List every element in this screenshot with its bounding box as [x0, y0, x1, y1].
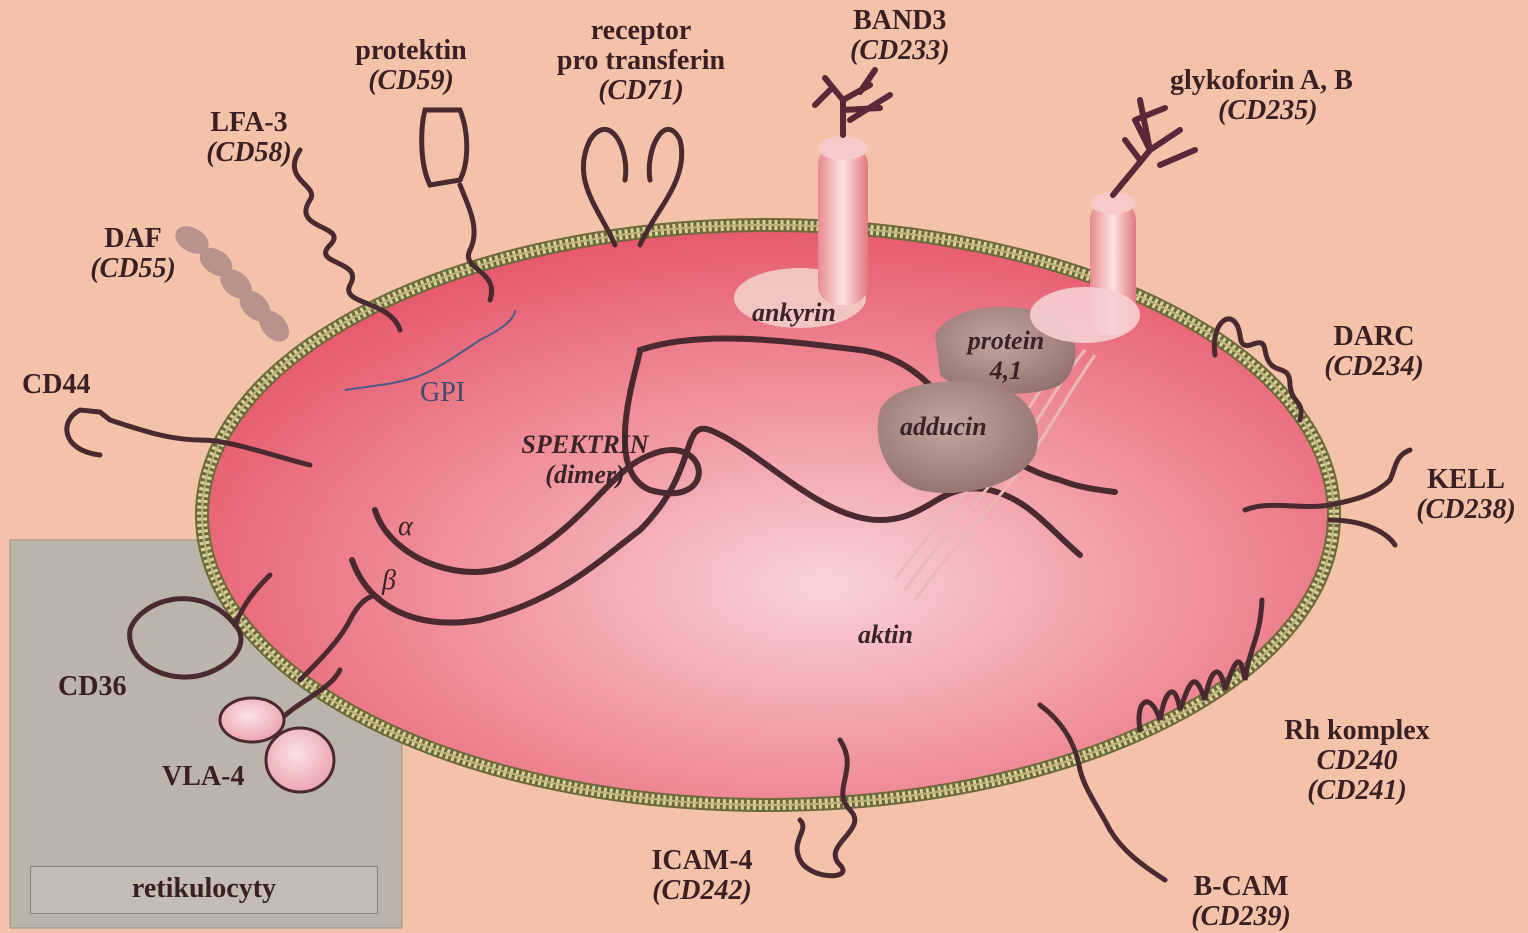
- ankyrin-label: ankyrin: [752, 298, 836, 328]
- darc-label: DARC (CD234): [1318, 322, 1430, 382]
- darc-cd: (CD234): [1318, 352, 1430, 382]
- adducin-label: adducin: [900, 412, 987, 442]
- rh-komplex-label: Rh komplex CD240 (CD241): [1262, 716, 1452, 806]
- kell-cd: (CD238): [1410, 495, 1522, 525]
- rh-name: Rh komplex: [1262, 716, 1452, 746]
- bcam-cd: (CD239): [1180, 902, 1302, 932]
- daf-name: DAF: [86, 224, 180, 254]
- receptor-cd: (CD71): [550, 76, 732, 106]
- receptor-label: receptor pro transferin (CD71): [550, 16, 732, 106]
- gpi-name: GPI: [420, 378, 465, 408]
- kell-name: KELL: [1410, 465, 1522, 495]
- cd36-name: CD36: [58, 672, 126, 702]
- cd44-name: CD44: [22, 370, 90, 400]
- darc-name: DARC: [1318, 322, 1430, 352]
- receptor-name-2: pro transferin: [550, 46, 732, 76]
- retikulocyty-label: retikulocyty: [30, 874, 378, 904]
- spektrin-label: SPEKTRIN (dimer): [505, 430, 665, 490]
- band3-cd: (CD233): [850, 36, 950, 66]
- band3-label: BAND3 (CD233): [850, 6, 950, 66]
- spektrin-line1: SPEKTRIN: [505, 430, 665, 460]
- lfa3-cd: (CD58): [200, 138, 298, 168]
- daf-cd: (CD55): [86, 254, 180, 284]
- daf-beads: [170, 221, 295, 348]
- glykoforin-name: glykoforin A, B: [1170, 66, 1353, 96]
- vla4-label: VLA-4: [162, 762, 244, 792]
- protektin-name: protektin: [350, 36, 472, 66]
- rh-cd1: CD240: [1262, 746, 1452, 776]
- band3-glycans: [815, 70, 890, 135]
- cd36-label: CD36: [58, 672, 126, 702]
- band3-cylinder: [818, 136, 868, 305]
- icam4-cd: (CD242): [645, 876, 759, 906]
- protektin-label: protektin (CD59): [350, 36, 472, 96]
- protein41-label: protein 4,1: [958, 326, 1054, 386]
- rh-cd2: (CD241): [1262, 776, 1452, 806]
- glykoforin-label: glykoforin A, B (CD235): [1170, 66, 1353, 126]
- aktin-label: aktin: [858, 620, 913, 650]
- protein41-line2: 4,1: [958, 356, 1054, 386]
- gpi-label: GPI: [420, 378, 465, 408]
- spektrin-line2: (dimer): [505, 460, 665, 490]
- bcam-label: B-CAM (CD239): [1180, 872, 1302, 932]
- band3-name: BAND3: [850, 6, 950, 36]
- icam4-name: ICAM-4: [645, 846, 759, 876]
- protektin-cd: (CD59): [350, 66, 472, 96]
- alpha-label: α: [398, 512, 413, 542]
- retikulocyty-name: retikulocyty: [30, 874, 378, 904]
- receptor-name-1: receptor: [550, 16, 732, 46]
- icam4-label: ICAM-4 (CD242): [645, 846, 759, 906]
- lfa3-name: LFA-3: [200, 108, 298, 138]
- daf-label: DAF (CD55): [86, 224, 180, 284]
- lfa3-label: LFA-3 (CD58): [200, 108, 298, 168]
- kell-label: KELL (CD238): [1410, 465, 1522, 525]
- vla4-name: VLA-4: [162, 762, 244, 792]
- bcam-name: B-CAM: [1180, 872, 1302, 902]
- beta-label: β: [382, 566, 396, 596]
- protein41-line1: protein: [958, 326, 1054, 356]
- cd44-label: CD44: [22, 370, 90, 400]
- glykoforin-cd: (CD235): [1170, 96, 1353, 126]
